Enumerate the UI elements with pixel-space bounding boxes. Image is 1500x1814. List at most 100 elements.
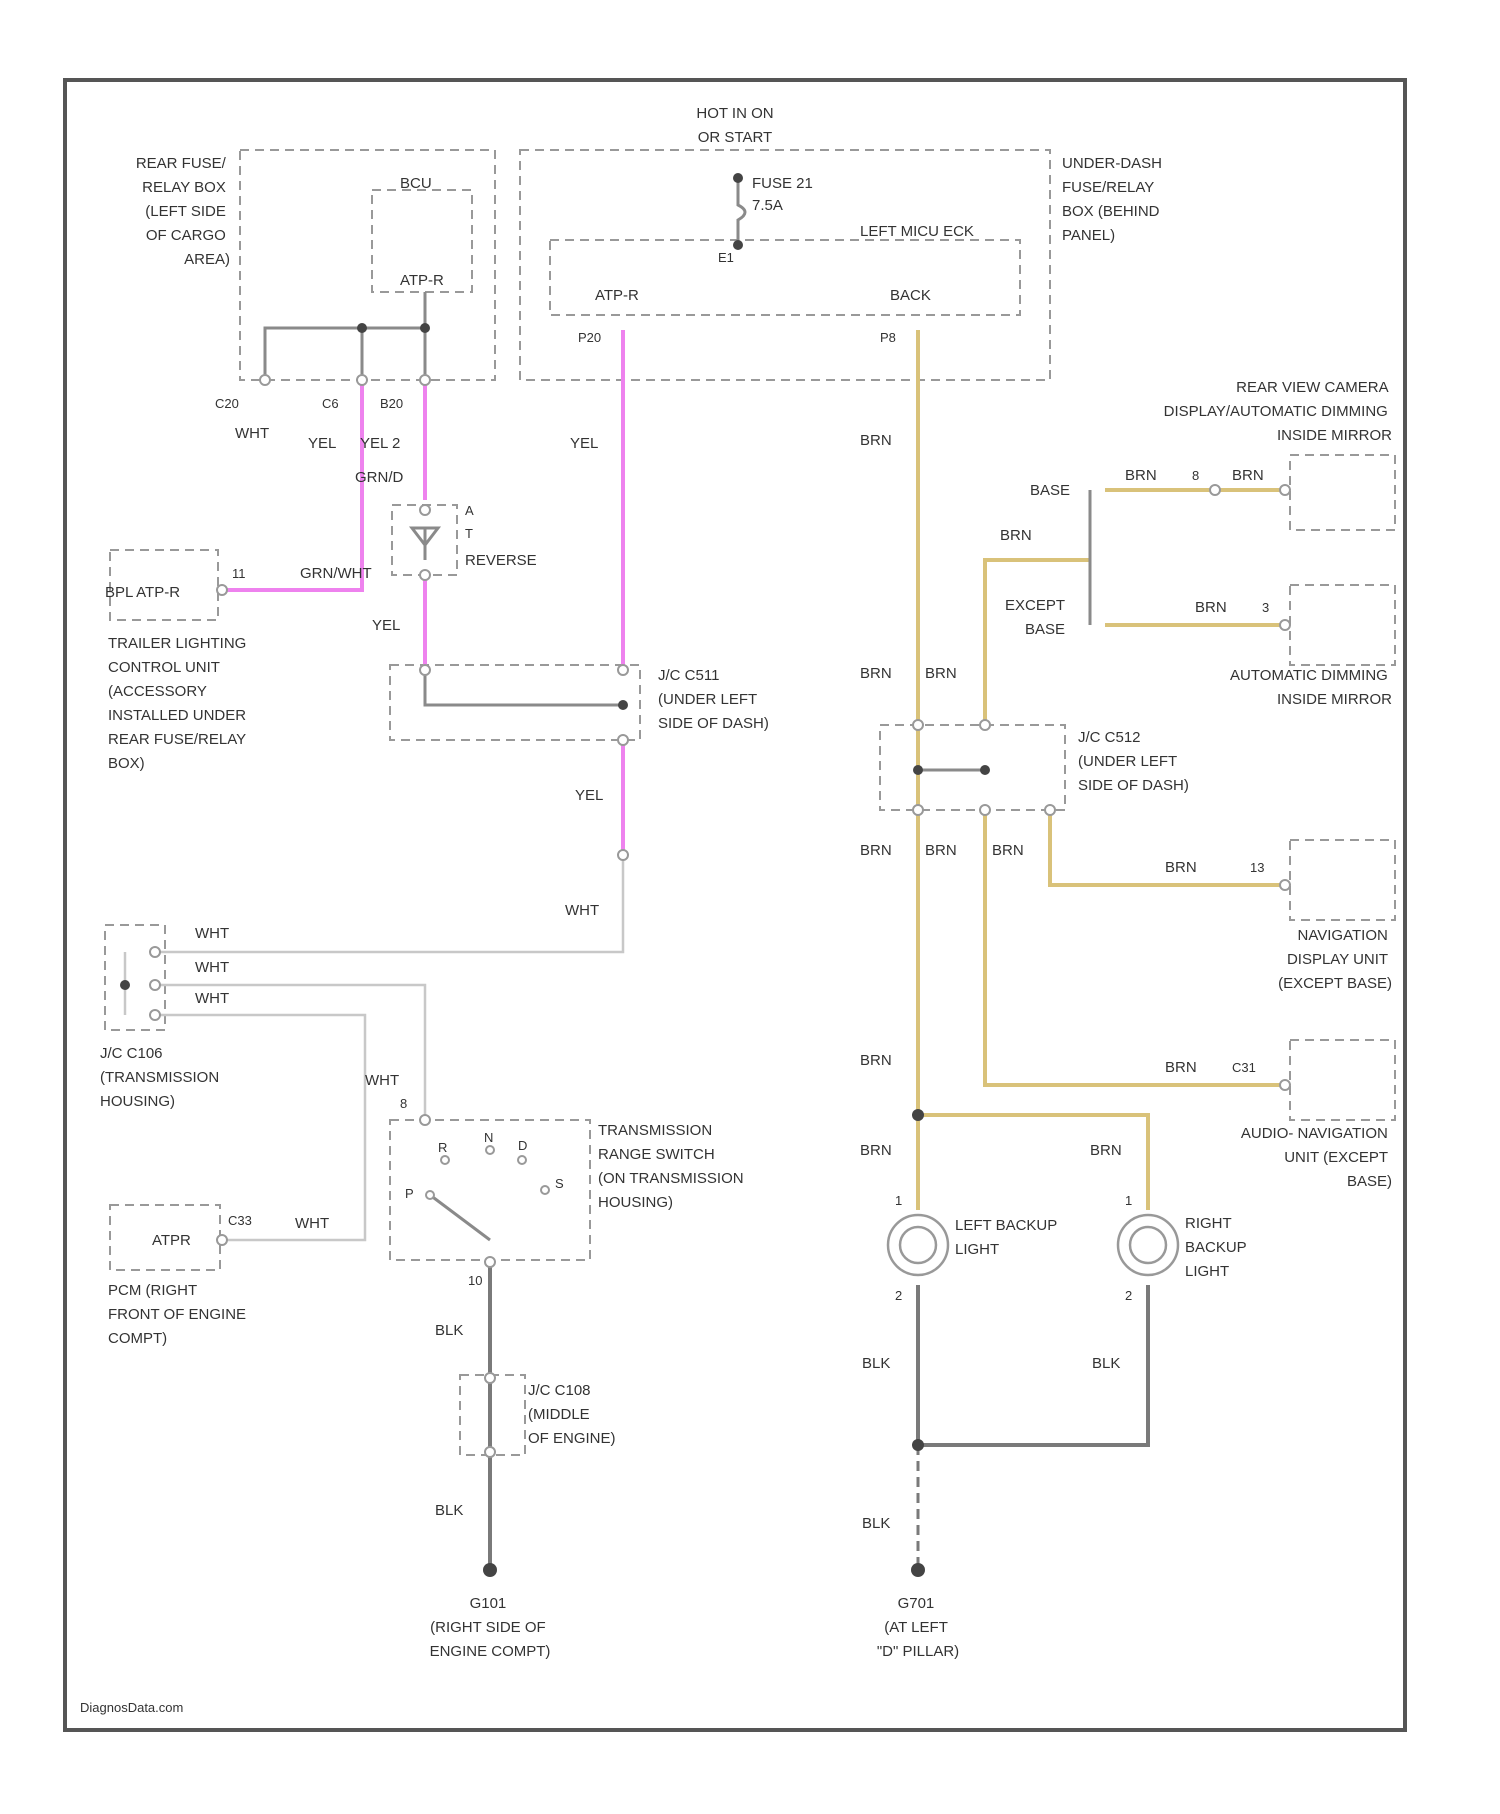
switch-contact	[541, 1186, 549, 1194]
brn-nav-label: BRN	[1165, 859, 1197, 876]
g101-label: G101 (RIGHT SIDE OF ENGINE COMPT)	[430, 1595, 551, 1660]
connector-pin	[485, 1447, 495, 1457]
wire-label-blk-left: BLK	[862, 1355, 890, 1372]
junction-dot	[912, 1439, 924, 1451]
connector-pin	[217, 585, 227, 595]
pcm-atpr-label: ATPR	[152, 1232, 191, 1249]
wire-label-brn-right: BRN	[1090, 1142, 1122, 1159]
c106-wire-3: WHT	[195, 990, 229, 1007]
junction-dot	[980, 765, 990, 775]
pcm-label: PCM (RIGHT FRONT OF ENGINE COMPT)	[108, 1282, 250, 1347]
connector-pin	[217, 1235, 227, 1245]
reverse-pin-a: A	[465, 503, 474, 518]
bcu-label: BCU	[400, 175, 432, 192]
connector-pin	[618, 850, 628, 860]
connector-pin	[1045, 805, 1055, 815]
wire-label-brn-low: BRN	[860, 1052, 892, 1069]
left-backup-light	[888, 1215, 948, 1275]
connector-pin	[913, 805, 923, 815]
wire-label-yel-p20: YEL	[570, 435, 598, 452]
wire-label-brn-left: BRN	[860, 1142, 892, 1159]
wire-label-blk-switch: BLK	[435, 1322, 463, 1339]
wire-label-yel2: YEL 2	[360, 435, 400, 452]
brn-audio-label: BRN	[1165, 1059, 1197, 1076]
pin-c6: C6	[322, 396, 339, 411]
rear-cam-label: REAR VIEW CAMERA DISPLAY/AUTOMATIC DIMMI…	[1164, 379, 1393, 444]
wire-label-blk-g701: BLK	[862, 1515, 890, 1532]
trailer-pin: 11	[232, 566, 246, 581]
junction-dot	[618, 700, 628, 710]
brn-pair-1: BRN	[860, 665, 892, 682]
wire-wht-c511-c106	[160, 860, 623, 952]
brn-base-1: BRN	[1125, 467, 1157, 484]
nav-display-box	[1290, 840, 1395, 920]
brn-triple-2: BRN	[925, 842, 957, 859]
audio-nav-box	[1290, 1040, 1395, 1120]
connector-pin	[260, 375, 270, 385]
wire-label-wht-pcm: WHT	[295, 1215, 329, 1232]
switch-pos-s: S	[555, 1176, 564, 1191]
c106-wire-2: WHT	[195, 959, 229, 976]
reverse-pin-t: T	[465, 526, 473, 541]
pin-b20: B20	[380, 396, 403, 411]
brn-nav-pin: 13	[1250, 860, 1264, 875]
switch-lever	[430, 1195, 490, 1240]
brn-except-label: BRN	[1195, 599, 1227, 616]
rear-fuse-box-label: REAR FUSE/ RELAY BOX (LEFT SIDE OF CARGO…	[136, 155, 230, 268]
connector-pin	[485, 1257, 495, 1267]
base-label: BASE	[1030, 482, 1070, 499]
junction-dot	[357, 323, 367, 333]
hot-in-label: HOT IN ONOR START	[696, 105, 773, 146]
connector-pin	[1280, 485, 1290, 495]
under-dash-box-label: UNDER-DASH FUSE/RELAY BOX (BEHIND PANEL)	[1062, 155, 1166, 244]
connector-pin	[618, 735, 628, 745]
wire-brn-split	[918, 1115, 1148, 1210]
switch-contact	[518, 1156, 526, 1164]
wire-label-blk-g101: BLK	[435, 1502, 463, 1519]
lamp-bulb	[888, 1215, 948, 1275]
jc-c108-box	[460, 1375, 525, 1455]
trailer-unit-label: TRAILER LIGHTING CONTROL UNIT (ACCESSORY…	[108, 635, 251, 772]
connector-pin	[618, 665, 628, 675]
micu-back-label: BACK	[890, 287, 931, 304]
right-lamp-pin-1: 1	[1125, 1193, 1132, 1208]
switch-pos-n: N	[484, 1130, 493, 1145]
ground-g101	[483, 1563, 497, 1577]
right-lamp-pin-2: 2	[1125, 1288, 1132, 1303]
connector-pin	[1280, 1080, 1290, 1090]
wire-fusebox-bus	[265, 292, 425, 378]
junction-dot	[912, 1109, 924, 1121]
switch-pos-d: D	[518, 1138, 527, 1153]
auto-mirror-box	[1290, 585, 1395, 665]
jc-c108-label: J/C C108 (MIDDLE OF ENGINE)	[528, 1382, 616, 1447]
pin-p8: P8	[880, 330, 896, 345]
ground-g701	[911, 1563, 925, 1577]
junction-dot	[733, 240, 743, 250]
lamp-bulb-inner	[900, 1227, 936, 1263]
brn-base-pin: 8	[1192, 468, 1199, 483]
wire-label-brn-mid: BRN	[1000, 527, 1032, 544]
micu-atp-r-label: ATP-R	[595, 287, 639, 304]
wire-label-grn: GRN/D	[355, 469, 404, 486]
connector-pin	[150, 947, 160, 957]
switch-contact	[426, 1191, 434, 1199]
switch-contact	[486, 1146, 494, 1154]
brn-base-2: BRN	[1232, 467, 1264, 484]
wire-c511-bridge	[425, 670, 620, 705]
wire-label-blk-right: BLK	[1092, 1355, 1120, 1372]
jc-c511-box	[390, 665, 640, 740]
jc-c511-label: J/C C511 (UNDER LEFT SIDE OF DASH)	[658, 667, 769, 732]
left-lamp-pin-2: 2	[895, 1288, 902, 1303]
connector-pin	[357, 375, 367, 385]
lamp-bulb-inner	[1130, 1227, 1166, 1263]
trailer-wire-label: GRN/WHT	[300, 565, 372, 582]
switch-contact	[441, 1156, 449, 1164]
pcm-pin: C33	[228, 1213, 252, 1228]
wire-label-wht: WHT	[235, 425, 269, 442]
connector-pin	[485, 1373, 495, 1383]
junction-dot	[120, 980, 130, 990]
reverse-label: REVERSE	[465, 552, 537, 569]
switch-pos-p: P	[405, 1186, 414, 1201]
